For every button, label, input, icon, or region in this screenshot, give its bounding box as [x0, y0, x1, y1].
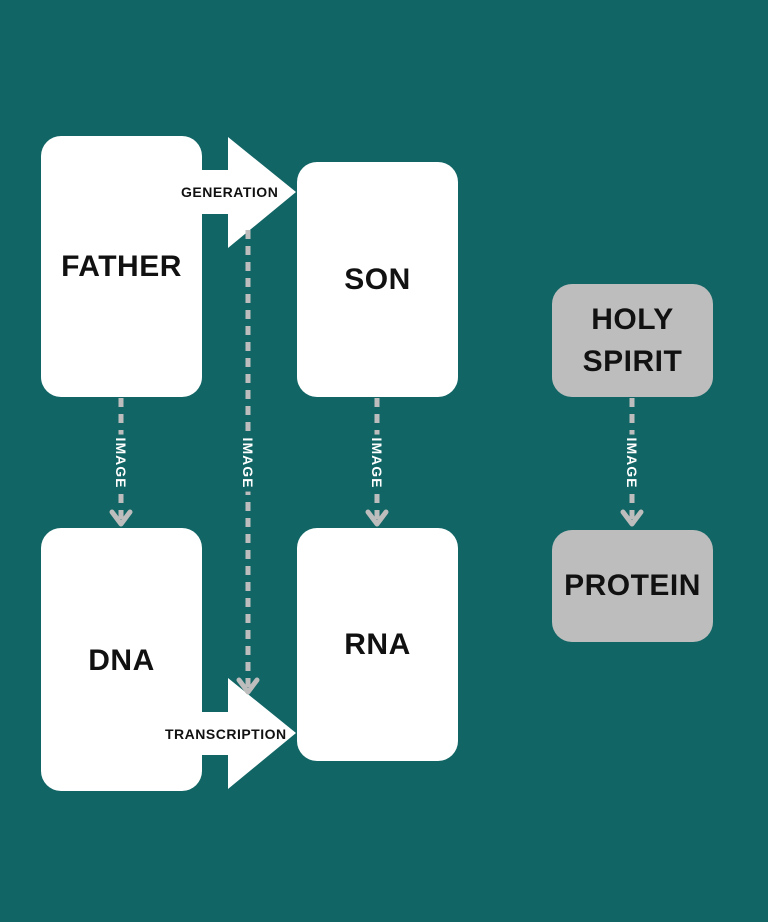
- edge-label-image-son-rna: IMAGE: [367, 434, 387, 492]
- node-holy-spirit-label-line2: SPIRIT: [582, 344, 683, 378]
- node-father: FATHER: [41, 136, 202, 397]
- node-dna-label: DNA: [88, 643, 155, 677]
- arrowhead-son-rna: [365, 509, 389, 527]
- transcription-arrow: [200, 678, 296, 789]
- arrowhead-cross: [236, 677, 260, 695]
- edge-label-image-cross: IMAGE: [238, 434, 258, 492]
- node-holy-spirit-label-line1: HOLY: [591, 302, 674, 336]
- node-dna: DNA: [41, 528, 202, 791]
- arrowhead-spirit-protein: [620, 509, 644, 527]
- node-son: SON: [297, 162, 458, 397]
- node-son-label: SON: [344, 262, 411, 296]
- node-holy-spirit: HOLY SPIRIT: [552, 284, 713, 397]
- node-father-label: FATHER: [61, 249, 182, 283]
- edge-label-image-father-dna: IMAGE: [111, 434, 131, 492]
- arrowhead-father-dna: [109, 509, 133, 527]
- node-rna-label: RNA: [344, 627, 411, 661]
- node-protein-label: PROTEIN: [564, 569, 701, 602]
- edge-label-generation: GENERATION: [181, 184, 279, 200]
- edge-label-transcription: TRANSCRIPTION: [165, 726, 287, 742]
- node-protein: PROTEIN: [552, 530, 713, 642]
- edge-label-image-spirit-protein: IMAGE: [622, 434, 642, 492]
- node-rna: RNA: [297, 528, 458, 761]
- generation-arrow: [200, 137, 296, 248]
